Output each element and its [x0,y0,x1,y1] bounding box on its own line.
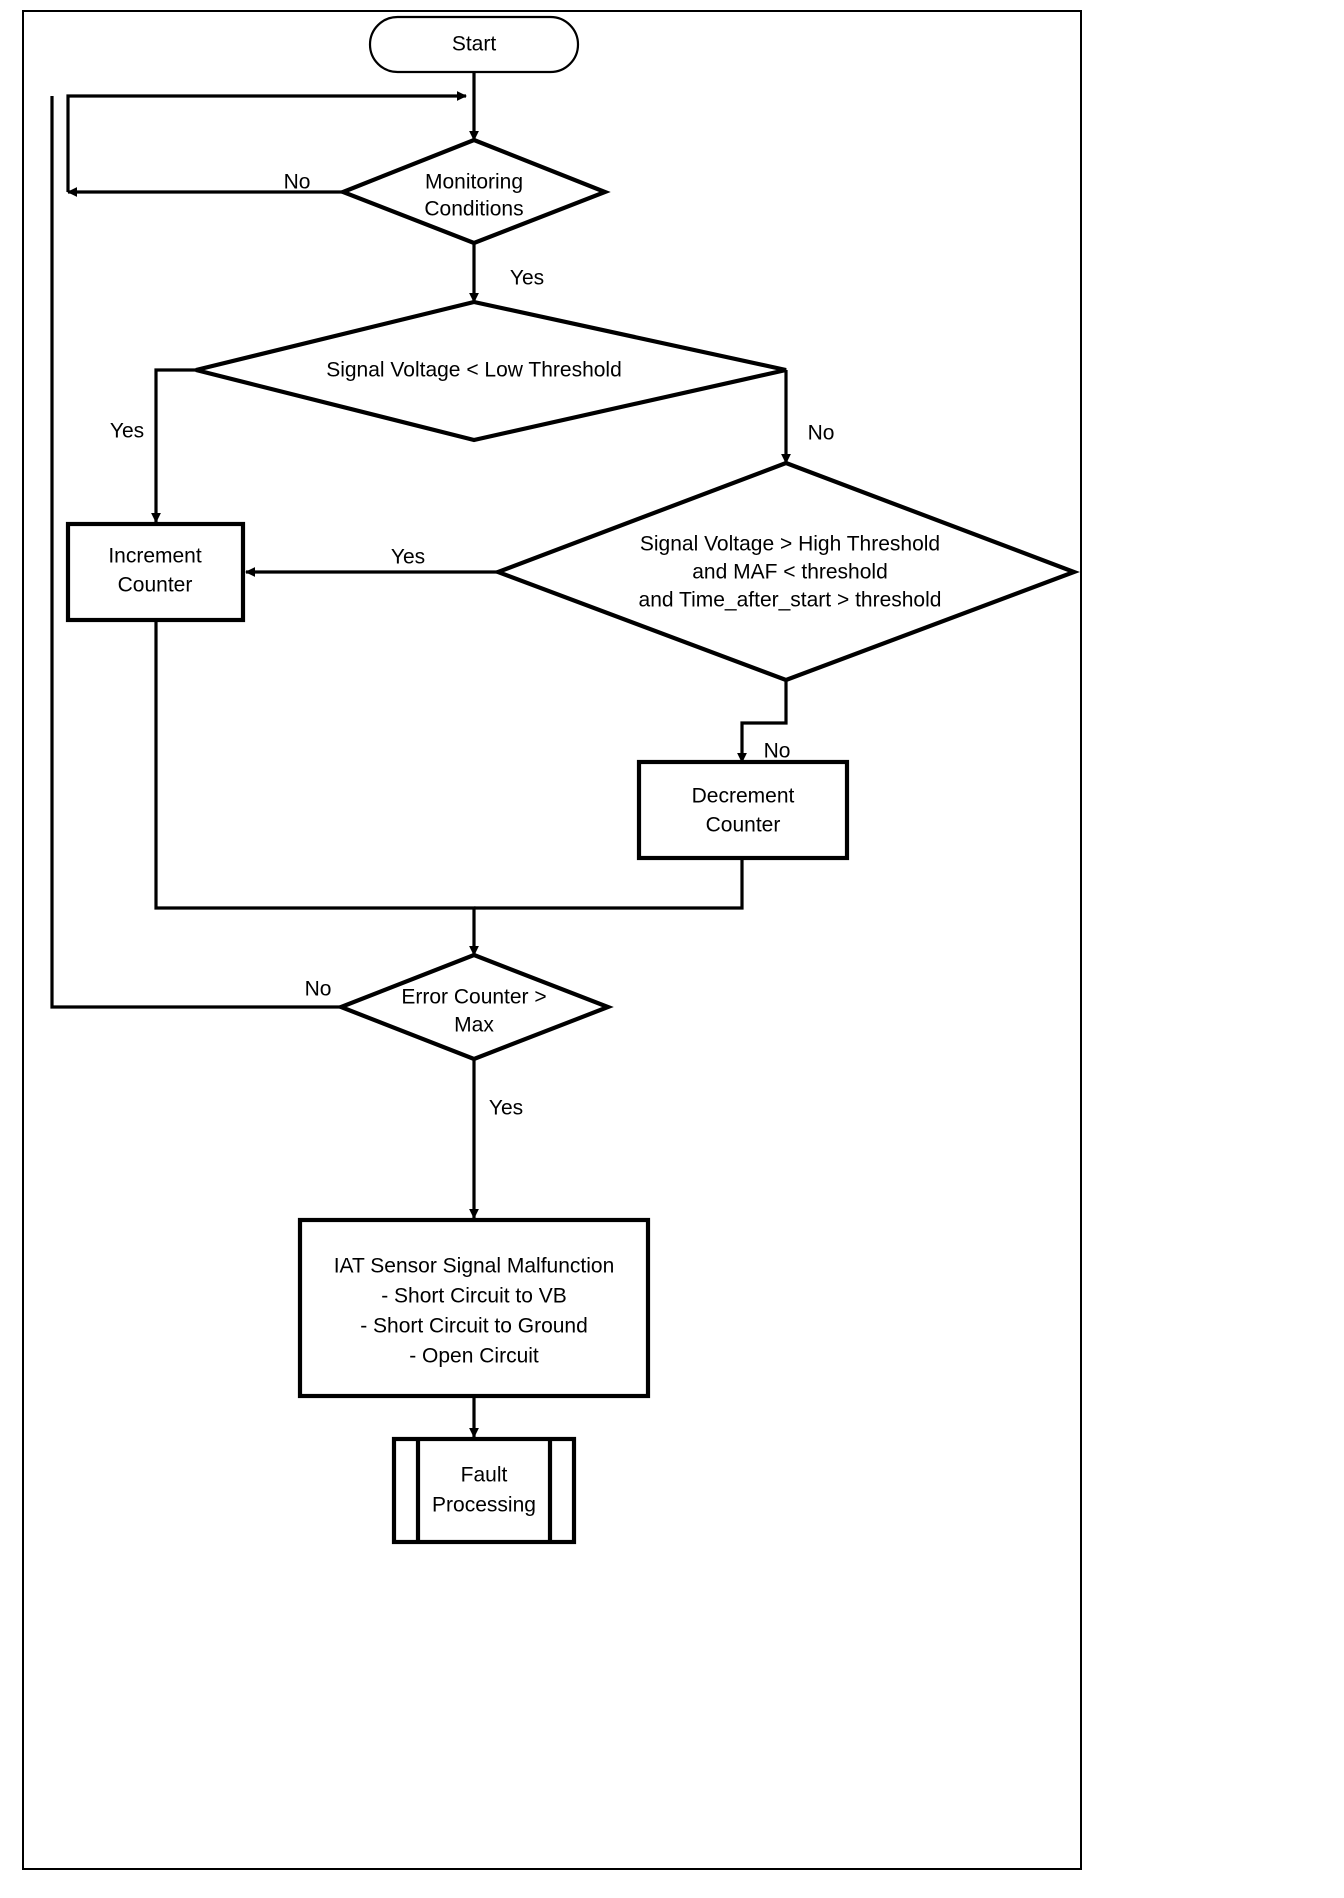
start-shape [368,15,580,74]
low-threshold-label: Signal Voltage < Low Threshold [326,359,622,382]
node-decrement-counter[interactable]: Decrement Counter [636,759,850,861]
error-counter-label-line2: Max [454,1014,494,1037]
malfunction-label-line2: - Short Circuit to VB [381,1285,567,1308]
decrement-counter-shape [636,759,850,861]
error-counter-label-line1: Error Counter > [401,986,546,1009]
high-threshold-label-line2: and MAF < threshold [692,561,888,584]
fault-processing-label-line1: Fault [461,1464,508,1487]
edge-label-error-no: No [305,978,332,1001]
malfunction-shape [297,1217,651,1399]
high-threshold-label-line3: and Time_after_start > threshold [639,589,942,612]
node-malfunction[interactable]: IAT Sensor Signal Malfunction - Short Ci… [297,1217,651,1399]
edge-label-high-yes: Yes [391,546,425,569]
low-threshold-shape [195,299,787,443]
edge-high-no-to-decrement [737,680,788,763]
error-counter-shape [335,952,614,1062]
decrement-counter-label-line2: Counter [706,814,781,837]
node-increment-counter[interactable]: Increment Counter [65,521,246,623]
edge-label-monitoring-yes: Yes [510,267,544,290]
edge-label-low-yes: Yes [110,420,144,443]
node-error-counter[interactable]: Error Counter > Max [335,952,614,1062]
edge-label-monitoring-no: No [284,171,311,194]
high-threshold-shape [492,460,1080,683]
node-high-threshold[interactable]: Signal Voltage > High Threshold and MAF … [492,460,1080,683]
edge-label-high-no: No [764,740,791,763]
increment-counter-label-line1: Increment [108,545,202,568]
node-fault-processing[interactable]: Fault Processing [391,1436,577,1545]
monitoring-conditions-shape [337,137,611,246]
edge-low-yes-to-increment [151,368,196,523]
fault-processing-label-line2: Processing [432,1494,536,1517]
edge-label-low-no: No [808,422,835,445]
malfunction-label-line3: - Short Circuit to Ground [360,1315,588,1338]
edge-error-no-loopback [50,96,341,1009]
decrement-counter-label-line1: Decrement [692,785,795,808]
edge-decrement-to-error [474,858,744,910]
monitoring-conditions-label-line2: Conditions [424,198,523,221]
node-start[interactable]: Start [368,15,580,74]
fault-processing-shape [391,1436,577,1545]
edge-label-error-yes: Yes [489,1097,523,1120]
malfunction-label-line1: IAT Sensor Signal Malfunction [334,1255,615,1278]
node-low-threshold[interactable]: Signal Voltage < Low Threshold [195,299,787,443]
edge-increment-to-error [154,620,479,956]
edge-monitoring-no-loopback [66,91,467,192]
node-monitoring-conditions[interactable]: Monitoring Conditions [337,137,611,246]
malfunction-label-line4: - Open Circuit [409,1345,539,1368]
increment-counter-label-line2: Counter [118,574,193,597]
monitoring-conditions-label-line1: Monitoring [425,171,523,194]
high-threshold-label-line1: Signal Voltage > High Threshold [640,533,940,556]
increment-counter-shape [65,521,246,623]
start-label: Start [452,33,497,56]
